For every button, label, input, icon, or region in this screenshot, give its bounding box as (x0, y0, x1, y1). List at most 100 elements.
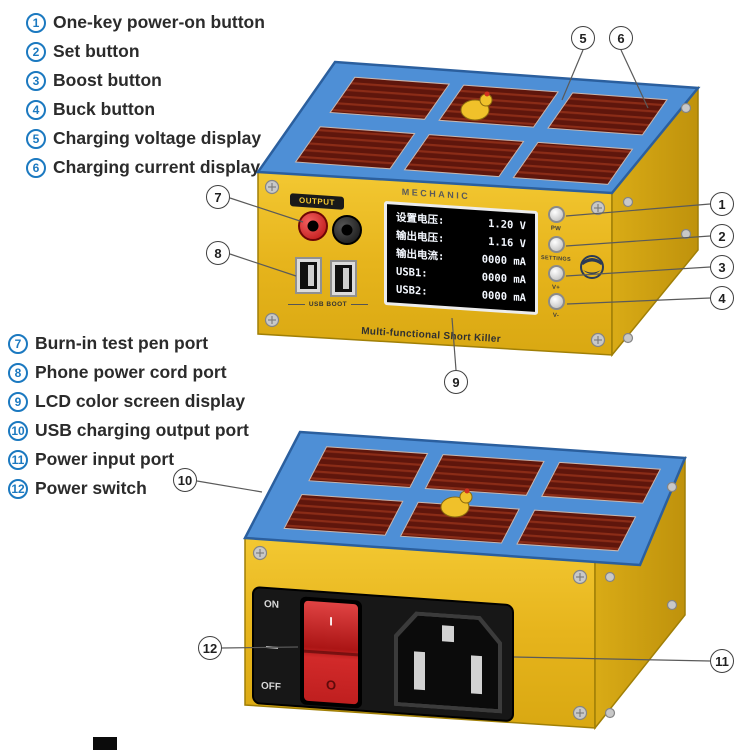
usb-boot-label: USB BOOT (308, 301, 348, 308)
screw-icon (264, 179, 280, 195)
legend-number: 12 (8, 478, 28, 499)
lcd-line-label: USB1: (396, 265, 428, 280)
lcd-line-label: USB2: (396, 283, 428, 298)
legend-label: One-key power-on button (53, 12, 265, 32)
test-pen-port-red (298, 211, 328, 241)
heating-displays (283, 446, 662, 552)
power-inlet-cavity (398, 614, 498, 709)
usb-port-1 (295, 257, 322, 294)
lcd-line-value: 1.16 V (488, 235, 526, 251)
legend-item: 1 One-key power-on button (26, 8, 265, 37)
screw-icon (572, 569, 588, 585)
legend-label: Power switch (35, 478, 147, 498)
legend-top: 1 One-key power-on button 2 Set button 3 Bo… (26, 8, 265, 182)
callout-5: 5 (571, 26, 595, 50)
screw-icon (666, 481, 678, 493)
screw-icon (622, 196, 634, 208)
inlet-right-pin (471, 655, 482, 694)
power-button (548, 206, 565, 223)
switch-position-mark (266, 645, 278, 649)
lcd-line: 输出电压: 1.16 V (396, 229, 526, 251)
legend-label: Power input port (35, 449, 175, 469)
legend-item: 5 Charging voltage display (26, 124, 265, 153)
lcd-line-label: 设置电压: (396, 211, 445, 227)
buck-button (548, 293, 565, 310)
legend-number: 7 (8, 333, 28, 354)
power-entry-module: ON OFF I O (252, 586, 514, 723)
inlet-left-pin (414, 651, 425, 690)
legend-number: 9 (8, 391, 28, 412)
mascot-icon (460, 91, 493, 121)
lcd-line-value: 1.20 V (488, 217, 526, 233)
lcd-line-value: 0000 mA (481, 271, 526, 286)
legend-label: Buck button (53, 99, 156, 119)
lcd-line: 输出电流: 0000 mA (396, 247, 526, 269)
callout-12: 12 (198, 636, 222, 660)
legend-number: 4 (26, 99, 46, 120)
screw-icon (252, 545, 268, 561)
legend-number: 6 (26, 157, 46, 178)
lcd-screen: 设置电压: 1.20 V 输出电压: 1.16 V 输出电流: 0000 mA USB… (384, 200, 538, 316)
legend-number: 3 (26, 70, 46, 91)
legend-number: 5 (26, 128, 46, 149)
legend-item: 2 Set button (26, 37, 265, 66)
legend-item: 4 Buck button (26, 95, 265, 124)
screw-icon (666, 599, 678, 611)
legend-number: 10 (8, 420, 28, 441)
boost-button (548, 265, 565, 282)
legend-number: 1 (26, 12, 46, 33)
lcd-line: USB2: 0000 mA (396, 283, 526, 304)
usb-port-2 (330, 260, 357, 297)
power-switch: I O (300, 596, 362, 709)
inlet-ground-pin (442, 625, 454, 642)
legend-number: 8 (8, 362, 28, 383)
mechanic-mascot-icon (577, 250, 607, 287)
legend-number: 11 (8, 449, 28, 470)
callout-1: 1 (710, 192, 734, 216)
page-corner-mark (93, 737, 117, 750)
legend-number: 2 (26, 41, 46, 62)
lcd-line-value: 0000 mA (481, 253, 526, 269)
power-switch-rocker: I O (304, 600, 358, 705)
switch-o-mark: O (325, 677, 337, 693)
legend-item: 9 LCD color screen display (8, 387, 249, 416)
legend-label: LCD color screen display (35, 391, 246, 411)
callout-9: 9 (444, 370, 468, 394)
screw-icon (590, 332, 606, 348)
usb-boot-caption: USB BOOT (288, 301, 368, 308)
lcd-line-label: 输出电压: (396, 229, 445, 245)
screw-icon (264, 312, 280, 328)
screw-icon (590, 200, 606, 216)
callout-4: 4 (710, 286, 734, 310)
power-input-port (394, 610, 502, 714)
screw-icon (680, 228, 692, 240)
mascot-icon (440, 488, 473, 518)
screw-icon (604, 707, 616, 719)
switch-off-label: OFF (261, 680, 281, 694)
rocker-ridge (304, 649, 358, 657)
legend-item: 11 Power input port (8, 445, 249, 474)
legend-item: 12 Power switch (8, 474, 249, 503)
legend-label: Charging voltage display (53, 128, 262, 148)
switch-on-label: ON (264, 598, 279, 611)
lcd-line-value: 0000 mA (481, 288, 526, 304)
set-button (548, 236, 565, 253)
screw-icon (604, 571, 616, 583)
legend-label: Boost button (53, 70, 162, 90)
lcd-line-label: 输出电流: (396, 247, 445, 263)
legend-label: Set button (53, 41, 140, 61)
screw-icon (622, 332, 634, 344)
screw-icon (680, 102, 692, 114)
callout-10: 10 (173, 468, 197, 492)
callout-7: 7 (206, 185, 230, 209)
callout-3: 3 (710, 255, 734, 279)
test-pen-port-black (332, 215, 362, 245)
callout-11: 11 (710, 649, 734, 673)
lcd-line: 设置电压: 1.20 V (396, 211, 526, 233)
callout-8: 8 (206, 241, 230, 265)
